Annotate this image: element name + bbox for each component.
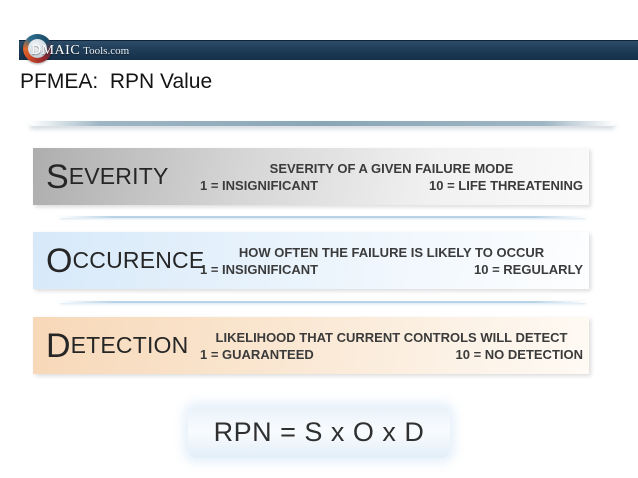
rpn-formula: RPN = S x O x D (187, 407, 451, 458)
row-divider (60, 216, 586, 218)
detection-scale: 1 = GUARANTEED 10 = NO DETECTION (198, 346, 585, 363)
logo-bar (19, 40, 638, 60)
severity-body: SEVERITY OF A GIVEN FAILURE MODE 1 = INS… (198, 148, 589, 205)
detection-scale-low: 1 = GUARANTEED (200, 346, 314, 362)
occurence-body: HOW OFTEN THE FAILURE IS LIKELY TO OCCUR… (198, 232, 589, 289)
occurence-scale: 1 = INSIGNIFICANT 10 = REGULARLY (198, 261, 585, 278)
occurence-scale-high: 10 = REGULARLY (474, 261, 583, 277)
detection-body: LIKELIHOOD THAT CURRENT CONTROLS WILL DE… (198, 317, 589, 374)
logo-tools-label: Tools.com (83, 45, 130, 57)
detection-label-initial: D (46, 326, 71, 365)
dmaic-logo-icon (23, 34, 52, 63)
severity-scale: 1 = INSIGNIFICANT 10 = LIFE THREATENING (198, 177, 585, 194)
occurence-label-rest: CCURENCE (72, 247, 205, 273)
severity-label-rest: EVERITY (68, 163, 169, 189)
page-title: PFMEA: RPN Value (20, 70, 213, 93)
formula-wrap: RPN = S x O x D (0, 407, 638, 458)
occurence-scale-low: 1 = INSIGNIFICANT (200, 261, 319, 277)
detection-description: LIKELIHOOD THAT CURRENT CONTROLS WILL DE… (215, 329, 568, 345)
occurence-description: HOW OFTEN THE FAILURE IS LIKELY TO OCCUR (238, 244, 545, 260)
severity-scale-high: 10 = LIFE THREATENING (429, 177, 583, 193)
logo-dmaic-label: DMAIC (31, 43, 81, 58)
severity-scale-low: 1 = INSIGNIFICANT (200, 177, 319, 193)
severity-label-initial: S (46, 157, 69, 196)
detection-scale-high: 10 = NO DETECTION (455, 346, 584, 362)
title-divider (30, 121, 615, 126)
occurence-label-initial: O (46, 241, 73, 280)
detection-label-rest: ETECTION (70, 332, 189, 358)
severity-description: SEVERITY OF A GIVEN FAILURE MODE (269, 160, 514, 176)
row-divider (60, 301, 586, 303)
